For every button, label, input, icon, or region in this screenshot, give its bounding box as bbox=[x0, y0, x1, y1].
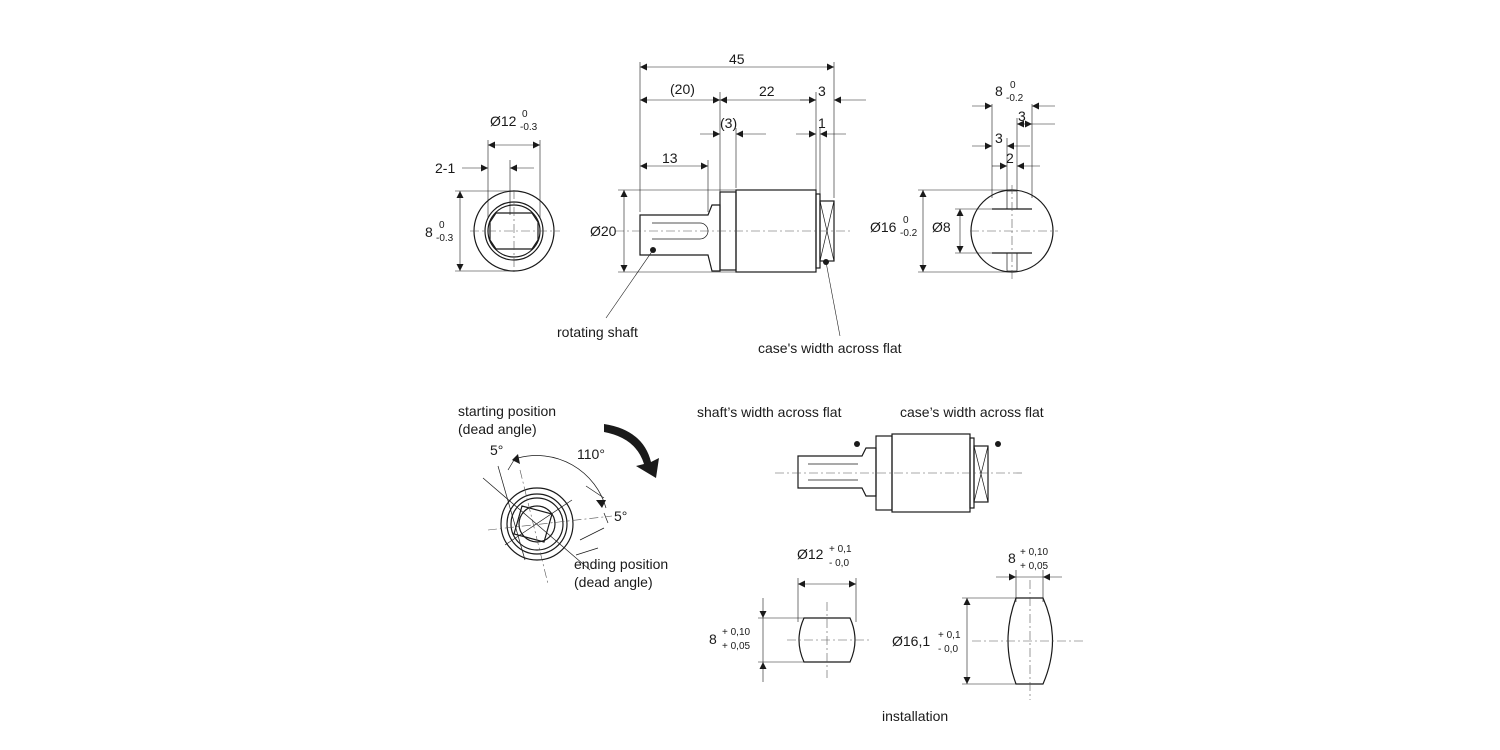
dia12-tol-upper: 0 bbox=[522, 109, 528, 120]
flat8-tol-lower: -0.2 bbox=[1006, 93, 1024, 104]
angle-5-right: 5° bbox=[614, 508, 627, 524]
case-flat-label: case’s width across flat bbox=[900, 404, 1044, 420]
dim-13: 13 bbox=[662, 150, 678, 166]
installation-side-view: shaft’s width across flat case’s width a… bbox=[697, 404, 1044, 513]
dim-22: 22 bbox=[759, 83, 775, 99]
dia16-label: Ø16 bbox=[870, 219, 897, 235]
label-2-1: 2-1 bbox=[435, 160, 455, 176]
end-position-line1: ending position bbox=[574, 556, 668, 572]
cutout-right: 8 + 0,10 + 0,05 Ø16,1 + 0,1 - 0,0 bbox=[892, 547, 1086, 700]
flat8-tol-upper: 0 bbox=[1010, 80, 1016, 91]
front-view-right: 8 0 -0.2 3 3 2 Ø16 0 -0.2 Ø8 bbox=[870, 80, 1058, 280]
side-view: 45 (20) 22 3 (3) 1 13 Ø20 rotating shaft… bbox=[557, 51, 902, 356]
flat8-tol-lower: -0.3 bbox=[436, 233, 454, 244]
dia12-tol-upper: + 0,1 bbox=[829, 544, 852, 555]
end-position-line2: (dead angle) bbox=[574, 574, 653, 590]
front-view-left: Ø12 0 -0.3 2-1 8 0 -0.3 bbox=[425, 109, 560, 272]
cutout-left: Ø12 + 0,1 - 0,0 8 + 0,10 + 0,05 bbox=[709, 544, 870, 682]
dim-3-paren: (3) bbox=[720, 115, 737, 131]
flat8-label: 8 bbox=[425, 224, 433, 240]
installation-caption: installation bbox=[882, 708, 948, 724]
dia20-label: Ø20 bbox=[590, 223, 617, 239]
angle-5-top: 5° bbox=[490, 442, 503, 458]
dia16-tol-lower: -0.2 bbox=[900, 228, 918, 239]
dia12-tol-lower: - 0,0 bbox=[829, 558, 849, 569]
start-position-line1: starting position bbox=[458, 403, 556, 419]
dia16-label: Ø16,1 bbox=[892, 633, 930, 649]
shaft-flat-label: shaft’s width across flat bbox=[697, 404, 842, 420]
dia12-tol-lower: -0.3 bbox=[520, 122, 538, 133]
dia16-tol-upper: 0 bbox=[903, 215, 909, 226]
dim-1: 1 bbox=[818, 115, 826, 131]
dim-3a: 3 bbox=[1018, 108, 1026, 124]
dim-3b: 3 bbox=[995, 130, 1003, 146]
case-flat-label: case's width across flat bbox=[758, 340, 902, 356]
dia8-label: Ø8 bbox=[932, 219, 951, 235]
flat8-left-tol-upper: + 0,10 bbox=[722, 627, 751, 638]
flat8-left-label: 8 bbox=[709, 631, 717, 647]
dim-3-right: 3 bbox=[818, 83, 826, 99]
dim-45: 45 bbox=[729, 51, 745, 67]
dia12-label: Ø12 bbox=[490, 113, 517, 129]
flat8-right-label: 8 bbox=[1008, 550, 1016, 566]
flat8-label: 8 bbox=[995, 83, 1003, 99]
dim-20: (20) bbox=[670, 81, 695, 97]
dim-2: 2 bbox=[1006, 150, 1014, 166]
rotating-shaft-label: rotating shaft bbox=[557, 324, 638, 340]
dia16-tol-upper: + 0,1 bbox=[938, 630, 961, 641]
flat8-left-tol-lower: + 0,05 bbox=[722, 641, 751, 652]
rotation-view: starting position (dead angle) 5° 110° 5… bbox=[458, 403, 668, 590]
flat8-right-tol-lower: + 0,05 bbox=[1020, 561, 1049, 572]
dia16-tol-lower: - 0,0 bbox=[938, 644, 958, 655]
flat8-tol-upper: 0 bbox=[439, 220, 445, 231]
start-position-line2: (dead angle) bbox=[458, 421, 537, 437]
flat8-right-tol-upper: + 0,10 bbox=[1020, 547, 1049, 558]
angle-110: 110° bbox=[577, 446, 605, 462]
dia12-label: Ø12 bbox=[797, 546, 824, 562]
